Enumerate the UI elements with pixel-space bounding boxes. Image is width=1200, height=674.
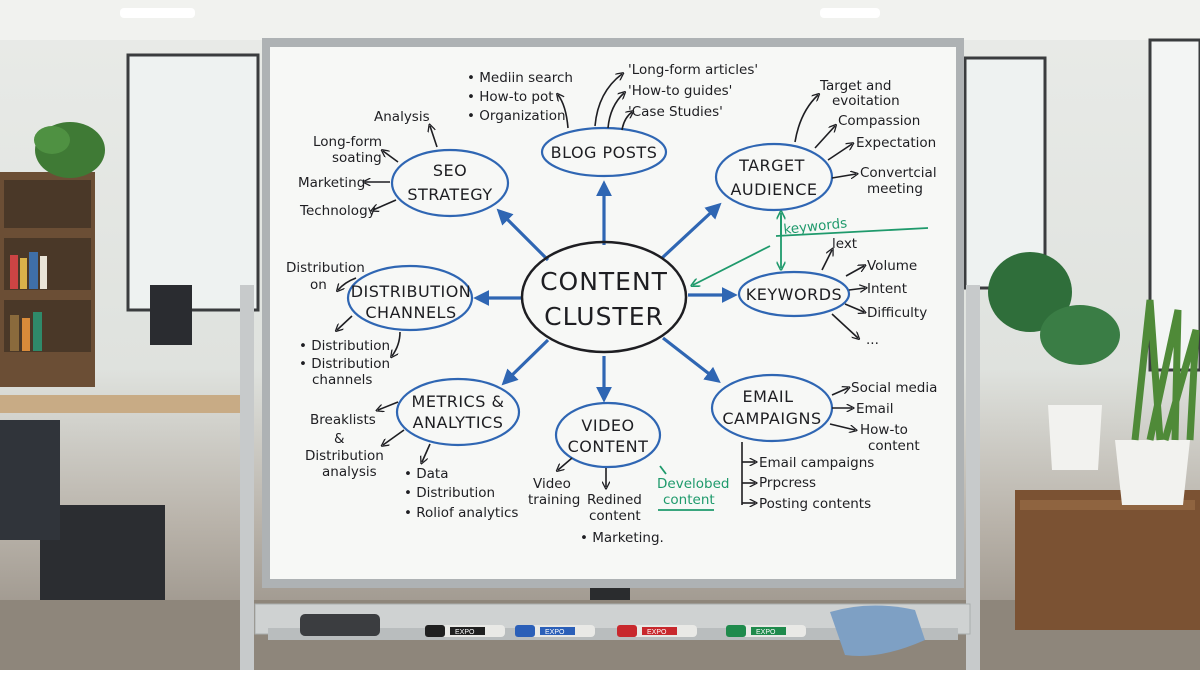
audience-item: Target and <box>819 78 891 94</box>
blog-title: BLOG POSTS <box>551 143 658 162</box>
blog-right-item: 'Case Studies' <box>628 104 723 120</box>
keywords-item: Intent <box>867 281 907 297</box>
metrics-title-line2: ANALYTICS <box>413 413 504 432</box>
cleaning-cloth[interactable] <box>830 605 925 656</box>
node-outlines <box>346 126 851 469</box>
audience-item: Compassion <box>838 113 920 129</box>
video-item: Redined <box>587 492 642 508</box>
keywords-annotation: keywords <box>783 215 848 238</box>
blog-left-item: • Organization <box>467 108 566 124</box>
seo-item: Technology <box>299 203 376 219</box>
audience-item: Expectation <box>856 135 936 151</box>
email-item: How-to <box>860 422 908 438</box>
marker-label: EXPO <box>756 629 776 636</box>
video-item: Video <box>533 476 571 492</box>
seo-item: soating <box>332 150 382 166</box>
audience-title-line1: TARGET <box>738 156 805 175</box>
branch-arrows <box>337 74 865 505</box>
marker-label: EXPO <box>455 629 475 636</box>
email-title-line1: EMAIL <box>743 387 794 406</box>
email-item: Posting contents <box>759 496 871 512</box>
marker-tray: EXPO EXPO EXPO EXPO <box>300 605 925 656</box>
seo-item: Marketing <box>298 175 365 191</box>
metrics-item: Breaklists <box>310 412 376 428</box>
seo-item: Long-form <box>313 134 382 150</box>
distribution-item: • Distribution <box>299 338 390 354</box>
marker-blue[interactable]: EXPO <box>515 625 595 637</box>
email-title-line2: CAMPAIGNS <box>722 409 821 428</box>
marker-green[interactable]: EXPO <box>726 625 806 637</box>
video-annotation-line2: content <box>663 492 715 508</box>
metrics-item: • Roliof analytics <box>404 505 518 521</box>
audience-item: evoitation <box>832 93 900 109</box>
marker-black[interactable]: EXPO <box>425 625 505 637</box>
keywords-item: Volume <box>867 258 917 274</box>
whiteboard <box>262 38 964 600</box>
email-item: Email campaigns <box>759 455 874 471</box>
center-line2: CLUSTER <box>544 302 664 331</box>
seo-item: Analysis <box>374 109 430 125</box>
video-title-line1: VIDEO <box>581 416 634 435</box>
email-item: Email <box>856 401 893 417</box>
metrics-item: • Data <box>404 466 449 482</box>
blog-right-item: 'How-to guides' <box>628 83 732 99</box>
metrics-item: analysis <box>322 464 377 480</box>
audience-item: Convertcial <box>860 165 937 181</box>
eraser[interactable] <box>300 614 380 636</box>
audience-item: meeting <box>867 181 923 197</box>
seo-title-line1: SEO <box>433 161 467 180</box>
audience-title-line2: AUDIENCE <box>730 180 817 199</box>
keywords-item: ... <box>866 332 879 348</box>
email-item: Social media <box>851 380 937 396</box>
distribution-title-line1: DISTRIBUTION <box>351 282 472 301</box>
video-item: • Marketing. <box>580 530 664 546</box>
distribution-item: Distribution <box>286 260 365 276</box>
video-title-line2: CONTENT <box>568 437 649 456</box>
keywords-title: KEYWORDS <box>746 285 842 304</box>
green-annotations <box>658 213 929 511</box>
distribution-item: • Distribution <box>299 356 390 372</box>
marker-red[interactable]: EXPO <box>617 625 697 637</box>
marker-label: EXPO <box>647 629 667 636</box>
email-item: Prpcress <box>759 475 816 491</box>
marker-label: EXPO <box>545 629 565 636</box>
distribution-title-line2: CHANNELS <box>365 303 456 322</box>
hub-arrows <box>473 180 738 403</box>
video-item: training <box>528 492 580 508</box>
metrics-item: Distribution <box>305 448 384 464</box>
blog-left-item: • Mediin search <box>467 70 573 86</box>
video-item: content <box>589 508 641 524</box>
keywords-item: lext <box>832 236 857 252</box>
metrics-item: • Distribution <box>404 485 495 501</box>
video-annotation-line1: Develobed <box>657 476 729 492</box>
seo-title-line2: STRATEGY <box>407 185 492 204</box>
distribution-item: on <box>310 277 327 293</box>
metrics-item: & <box>334 431 345 447</box>
email-item: content <box>868 438 920 454</box>
center-line1: CONTENT <box>540 267 668 296</box>
distribution-item: channels <box>312 372 372 388</box>
blog-right-item: 'Long-form articles' <box>628 62 758 78</box>
metrics-title-line1: METRICS & <box>412 392 505 411</box>
keywords-item: Difficulty <box>867 305 927 321</box>
blog-left-item: • How-to pot <box>467 89 554 105</box>
